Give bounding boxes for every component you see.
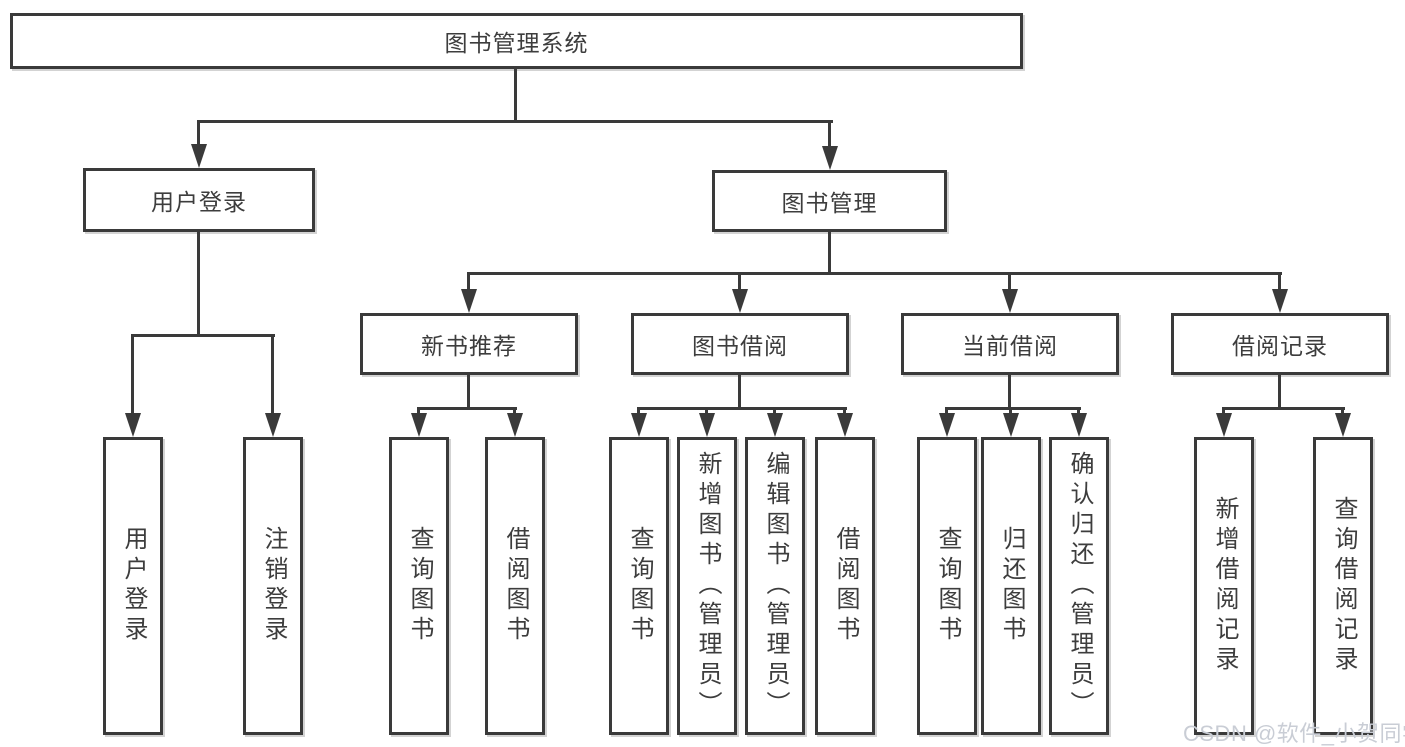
leaf-borrow-books-newbook: 借阅图书 bbox=[485, 437, 545, 735]
leaf-user-login: 用户登录 bbox=[103, 437, 163, 735]
connector-stem bbox=[1008, 375, 1011, 409]
connector-mgmt-hline bbox=[467, 272, 1282, 275]
leaf-add-borrow-record: 新增借阅记录 bbox=[1194, 437, 1254, 735]
arrow-down-icon bbox=[1071, 413, 1087, 437]
connector-shaft bbox=[417, 407, 420, 415]
connector-shaft bbox=[705, 407, 708, 415]
arrow-down-icon bbox=[939, 413, 955, 437]
connector-login-hline bbox=[131, 334, 275, 337]
leaf-query-books-borrow: 查询图书 bbox=[609, 437, 669, 735]
arrow-down-icon bbox=[1216, 413, 1232, 437]
node-book-borrow: 图书借阅 bbox=[631, 313, 849, 375]
node-book-management: 图书管理 bbox=[712, 170, 947, 232]
connector-stem bbox=[467, 375, 470, 409]
connector-login-shaft bbox=[197, 120, 200, 146]
node-user-login: 用户登录 bbox=[83, 168, 315, 232]
leaf-label: 借阅图书 bbox=[502, 526, 529, 646]
arrow-down-icon bbox=[837, 413, 853, 437]
connector-hline bbox=[1222, 407, 1345, 410]
connector-shaft bbox=[637, 407, 640, 415]
leaf-label: 新增借阅记录 bbox=[1211, 496, 1238, 676]
arrow-down-icon bbox=[191, 144, 207, 168]
node-label: 图书借阅 bbox=[692, 333, 788, 359]
arrow-down-icon bbox=[1335, 413, 1351, 437]
arrow-down-icon bbox=[732, 289, 748, 313]
arrow-down-icon bbox=[631, 413, 647, 437]
connector-login-stem bbox=[197, 232, 200, 336]
node-borrow-records: 借阅记录 bbox=[1171, 313, 1389, 375]
leaf-return-books: 归还图书 bbox=[981, 437, 1041, 735]
leaf-label: 注销登录 bbox=[260, 526, 287, 646]
leaf-edit-books-admin: 编辑图书（管理员） bbox=[745, 437, 805, 735]
connector-shaft bbox=[271, 334, 274, 415]
connector-root-hline bbox=[197, 120, 833, 123]
node-label: 当前借阅 bbox=[962, 333, 1058, 359]
arrow-down-icon bbox=[767, 413, 783, 437]
connector-stem bbox=[1278, 375, 1281, 409]
arrow-down-icon bbox=[461, 289, 477, 313]
connector-shaft bbox=[513, 407, 516, 415]
leaf-borrow-books: 借阅图书 bbox=[815, 437, 875, 735]
arrow-down-icon bbox=[125, 413, 141, 437]
leaf-add-books-admin: 新增图书（管理员） bbox=[677, 437, 737, 735]
node-label: 图书管理 bbox=[781, 190, 878, 216]
leaf-query-books-current: 查询图书 bbox=[917, 437, 977, 735]
connector-shaft bbox=[773, 407, 776, 415]
leaf-confirm-return-admin: 确认归还（管理员） bbox=[1049, 437, 1109, 735]
connector-shaft bbox=[1077, 407, 1080, 415]
connector-shaft bbox=[843, 407, 846, 415]
node-label: 借阅记录 bbox=[1232, 333, 1328, 359]
arrow-down-icon bbox=[1002, 289, 1018, 313]
node-label: 新书推荐 bbox=[421, 333, 517, 359]
arrow-down-icon bbox=[699, 413, 715, 437]
connector-hline bbox=[417, 407, 517, 410]
leaf-label: 用户登录 bbox=[120, 526, 147, 646]
arrow-down-icon bbox=[265, 413, 281, 437]
leaf-query-books-newbook: 查询图书 bbox=[389, 437, 449, 735]
leaf-label: 查询图书 bbox=[626, 526, 653, 646]
arrow-down-icon bbox=[1272, 289, 1288, 313]
connector-shaft bbox=[945, 407, 948, 415]
arrow-down-icon bbox=[822, 146, 838, 170]
node-new-book-recommend: 新书推荐 bbox=[360, 313, 578, 375]
connector-shaft bbox=[467, 272, 470, 291]
connector-mgmt-stem bbox=[828, 232, 831, 274]
connector-shaft bbox=[1008, 272, 1011, 291]
node-label: 图书管理系统 bbox=[444, 30, 589, 56]
arrow-down-icon bbox=[507, 413, 523, 437]
connector-shaft bbox=[1278, 272, 1281, 291]
leaf-label: 归还图书 bbox=[998, 526, 1025, 646]
connector-shaft bbox=[1222, 407, 1225, 415]
node-library-management-system: 图书管理系统 bbox=[10, 13, 1023, 69]
connector-hline bbox=[945, 407, 1081, 410]
connector-root-stem bbox=[514, 69, 517, 122]
csdn-watermark: CSDN @软件_小贺同学 bbox=[1183, 721, 1405, 746]
arrow-down-icon bbox=[411, 413, 427, 437]
leaf-label: 查询借阅记录 bbox=[1330, 496, 1357, 676]
leaf-query-borrow-record: 查询借阅记录 bbox=[1313, 437, 1373, 735]
connector-shaft bbox=[1341, 407, 1344, 415]
connector-mgmt-shaft bbox=[828, 120, 831, 148]
leaf-label: 新增图书（管理员） bbox=[694, 451, 721, 721]
connector-shaft bbox=[131, 334, 134, 415]
leaf-label: 查询图书 bbox=[934, 526, 961, 646]
connector-shaft bbox=[1009, 407, 1012, 415]
leaf-label: 查询图书 bbox=[406, 526, 433, 646]
connector-hline bbox=[637, 407, 847, 410]
node-current-borrow: 当前借阅 bbox=[901, 313, 1119, 375]
leaf-logout: 注销登录 bbox=[243, 437, 303, 735]
leaf-label: 确认归还（管理员） bbox=[1066, 451, 1093, 721]
connector-shaft bbox=[738, 272, 741, 291]
leaf-label: 编辑图书（管理员） bbox=[762, 451, 789, 721]
connector-stem bbox=[738, 375, 741, 409]
leaf-label: 借阅图书 bbox=[832, 526, 859, 646]
node-label: 用户登录 bbox=[151, 189, 247, 215]
arrow-down-icon bbox=[1003, 413, 1019, 437]
